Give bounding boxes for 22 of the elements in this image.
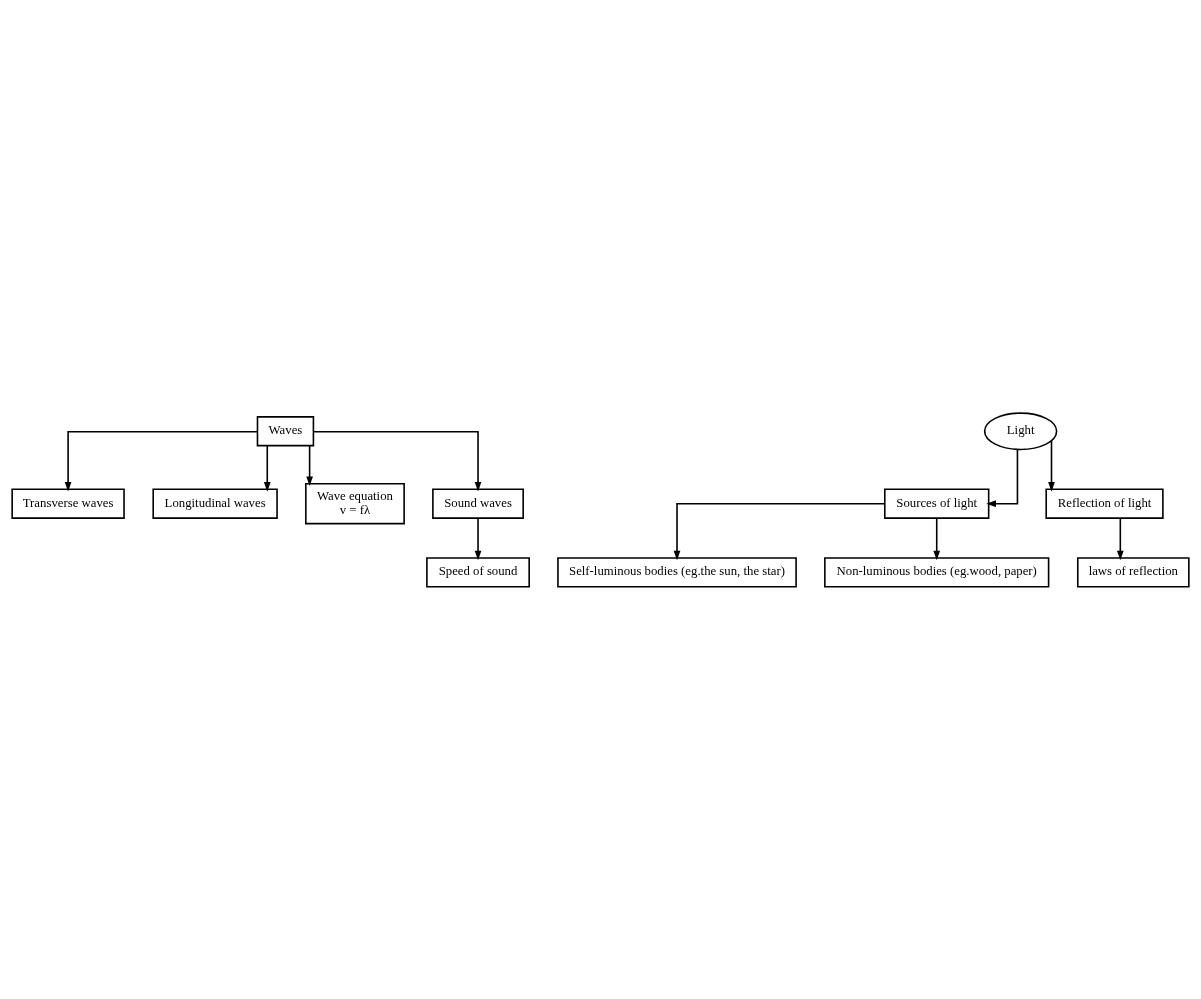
node-box: Waves [256,415,315,446]
node-box: Sound waves [432,488,524,519]
arrow [1116,516,1124,560]
arrow [1048,439,1055,492]
arrow [312,430,482,492]
node-box: Transverse waves [11,488,125,519]
node-box: Speed of sound [426,556,530,588]
node-box: Sources of light [884,488,990,519]
arrow [986,448,1019,507]
arrow [474,516,482,560]
node-box: laws of reflection [1076,556,1190,588]
node-box: Longitudinal waves [152,488,278,519]
node-box: Wave equation v = fλ [305,482,405,524]
node-ellipse: Light [983,411,1058,450]
arrow [64,430,259,492]
arrow [263,444,271,492]
node-box: Non-luminous bodies (eg.wood, paper) [824,556,1050,588]
node-box: Self-luminous bodies (eg.the sun, the star) [557,556,797,588]
node-box: Reflection of light [1045,488,1164,519]
arrow [673,502,886,560]
arrow [933,516,941,560]
arrow [306,444,313,486]
